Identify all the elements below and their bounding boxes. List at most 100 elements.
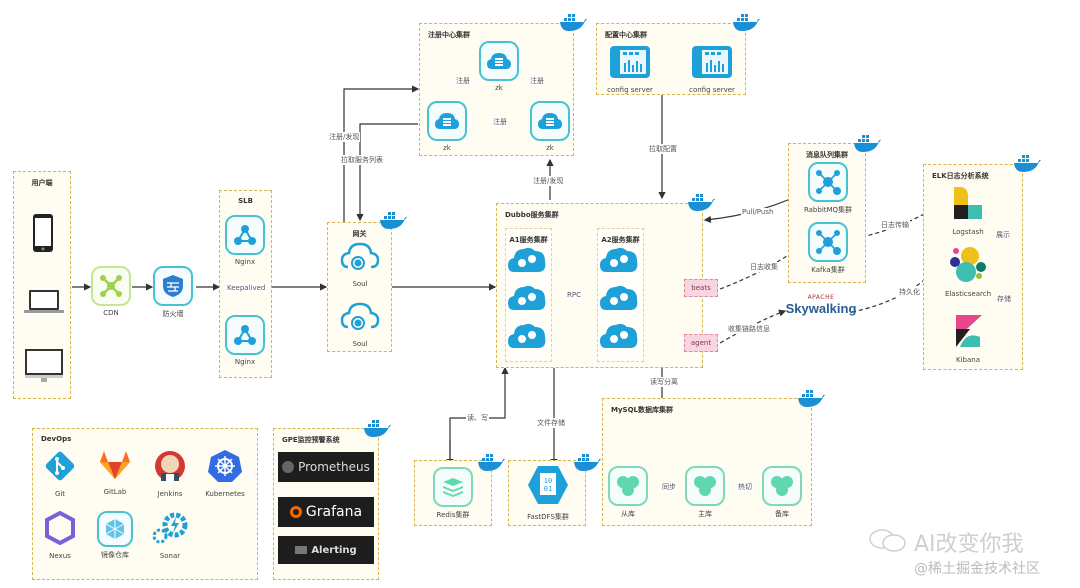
zk-node[interactable]: zk	[476, 41, 522, 92]
desktop-icon	[25, 349, 63, 382]
group-title: ELK日志分析系统	[932, 172, 989, 180]
group-title: 注册中心集群	[428, 31, 470, 39]
rabbitmq-node[interactable]: RabbitMQ集群	[799, 162, 857, 215]
service-cloud-icon	[508, 323, 546, 348]
soul-icon	[340, 302, 380, 330]
docker-icon	[574, 454, 601, 471]
log-transfer-label: 日志传输	[880, 220, 910, 230]
nginx-icon	[225, 215, 265, 255]
devops-group: DevOps Git GitLab Jenkins Kubernetes Nex…	[32, 428, 258, 580]
image-registry-tool[interactable]: 镜像仓库	[85, 511, 145, 560]
gitlab-label: GitLab	[103, 488, 127, 496]
database-icon	[608, 466, 648, 506]
mysql-slave-node[interactable]: 从库	[605, 466, 651, 519]
register-discover-label: 注册/发现	[532, 176, 565, 186]
cdn-node[interactable]: CDN	[88, 266, 134, 317]
grafana-label: Grafana	[305, 504, 363, 520]
mysql-master-label: 主库	[698, 510, 712, 518]
git-icon	[45, 451, 75, 481]
phone-icon	[33, 214, 53, 252]
alerting-tool[interactable]: Alerting	[278, 536, 374, 564]
sonar-icon	[152, 512, 188, 544]
config-server-node[interactable]: config server	[686, 45, 738, 94]
wechat-icon	[869, 529, 906, 552]
soul-label: Soul	[352, 340, 368, 348]
cdn-label: CDN	[103, 309, 119, 317]
zk-node[interactable]: zk	[527, 101, 573, 152]
skywalking-logo: APACHE Skywalking	[780, 294, 862, 316]
zk-icon	[479, 41, 519, 81]
pull-service-list-label: 拉取服务列表	[340, 155, 384, 165]
git-tool[interactable]: Git	[30, 449, 90, 498]
beats-badge[interactable]: beats	[684, 279, 718, 297]
kubernetes-label: Kubernetes	[205, 490, 245, 498]
config-server-node[interactable]: config server	[604, 45, 656, 94]
firewall-node[interactable]: 防火墙	[150, 266, 196, 319]
image-registry-label: 镜像仓库	[101, 551, 129, 559]
agent-badge[interactable]: agent	[684, 334, 718, 352]
soul-node[interactable]: Soul	[337, 301, 383, 348]
sync-label: 同步	[661, 482, 677, 492]
skywalking-name: Skywalking	[785, 301, 857, 316]
nginx-node[interactable]: Nginx	[222, 315, 268, 366]
gitlab-tool[interactable]: GitLab	[85, 449, 145, 496]
group-title: Dubbo服务集群	[505, 211, 559, 219]
watermark-line1: AI改变你我	[914, 532, 1024, 557]
kibana-node[interactable]: Kibana	[938, 313, 998, 364]
hot-switch-label: 热切	[737, 482, 753, 492]
group-title: A2服务集群	[601, 236, 640, 244]
docker-icon	[364, 420, 391, 437]
laptop-icon	[24, 290, 64, 313]
mysql-slave-label: 从库	[621, 510, 635, 518]
kafka-node[interactable]: Kafka集群	[799, 222, 857, 275]
soul-icon	[340, 242, 380, 270]
group-title: SLB	[238, 197, 253, 205]
mysql-backup-node[interactable]: 备库	[759, 466, 805, 519]
soul-node[interactable]: Soul	[337, 241, 383, 288]
elasticsearch-label: Elasticsearch	[944, 290, 992, 298]
redis-group: Redis集群	[414, 460, 492, 526]
kibana-icon	[956, 315, 982, 347]
prometheus-tool[interactable]: Prometheus	[278, 452, 374, 482]
database-icon	[685, 466, 725, 506]
rabbitmq-icon	[808, 162, 848, 202]
sonar-tool[interactable]: Sonar	[140, 511, 200, 560]
mysql-backup-label: 备库	[775, 510, 789, 518]
logstash-node[interactable]: Logstash	[938, 185, 998, 236]
config-server-icon	[692, 46, 732, 78]
nexus-tool[interactable]: Nexus	[30, 510, 90, 560]
register-label: 注册	[455, 76, 471, 86]
image-registry-icon	[97, 511, 133, 547]
git-label: Git	[54, 490, 66, 498]
register-discover-label: 注册/发现	[328, 132, 361, 142]
docker-icon	[560, 14, 587, 31]
file-store-label: 文件存储	[536, 418, 566, 428]
service-cloud-icon	[600, 285, 638, 310]
alerting-icon	[295, 546, 308, 554]
zk-label: zk	[546, 144, 554, 152]
rabbitmq-label: RabbitMQ集群	[803, 206, 853, 214]
kubernetes-icon	[208, 450, 242, 482]
mq-group: 消息队列集群 RabbitMQ集群 Kafka集群	[788, 143, 866, 283]
redis-label: Redis集群	[436, 511, 470, 519]
kubernetes-tool[interactable]: Kubernetes	[195, 449, 255, 498]
jenkins-tool[interactable]: Jenkins	[140, 449, 200, 498]
group-title: MySQL数据库集群	[611, 406, 673, 414]
nginx-node[interactable]: Nginx	[222, 215, 268, 266]
mysql-master-node[interactable]: 主库	[682, 466, 728, 519]
zk-node[interactable]: zk	[424, 101, 470, 152]
pull-push-label: Pull/Push	[741, 208, 775, 216]
grafana-tool[interactable]: Grafana	[278, 497, 374, 527]
group-title: 配置中心集群	[605, 31, 647, 39]
elasticsearch-node[interactable]: Elasticsearch	[938, 245, 998, 298]
svg-text:01: 01	[544, 485, 552, 493]
nexus-label: Nexus	[49, 552, 71, 560]
service-cloud-icon	[508, 285, 546, 310]
show-label: 展示	[995, 230, 1011, 240]
watermark-line2: @稀土掘金技术社区	[914, 561, 1040, 577]
redis-node[interactable]: Redis集群	[430, 467, 476, 520]
soul-label: Soul	[352, 280, 368, 288]
nginx-label: Nginx	[234, 358, 256, 366]
